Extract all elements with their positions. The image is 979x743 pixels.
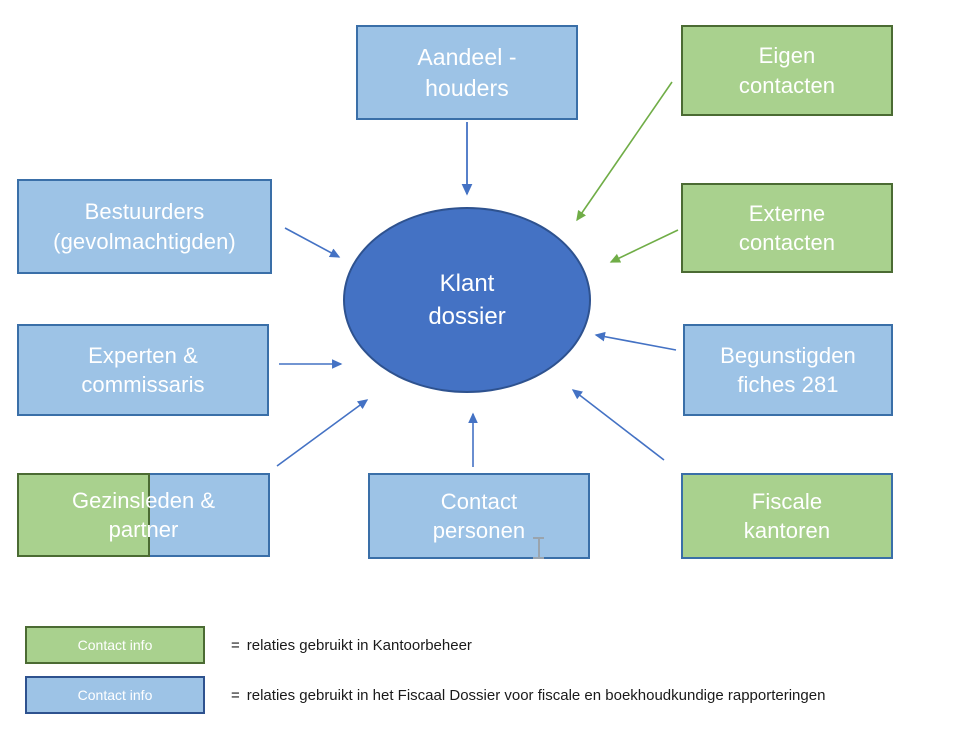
node-experten-commissaris[interactable]: Experten & commissaris bbox=[17, 324, 269, 416]
node-begunstigden-fiches-281-label: Begunstigden fiches 281 bbox=[720, 342, 856, 397]
legend-row-green-description: = relaties gebruikt in Kantoorbeheer bbox=[231, 634, 472, 656]
node-contact-personen[interactable]: Contact personen bbox=[368, 473, 590, 559]
node-bestuurders-label: Bestuurders (gevolmachtigden) bbox=[53, 199, 236, 254]
legend-equals-green: = bbox=[231, 636, 240, 654]
node-eigen-contacten-label: Eigen contacten bbox=[738, 43, 836, 98]
connector-bestuurders bbox=[284, 227, 341, 258]
node-externe-contacten[interactable]: Externe contacten bbox=[681, 183, 893, 273]
node-aandeelhouders[interactable]: Aandeel - houders bbox=[356, 25, 578, 120]
node-klant-dossier[interactable]: Klant dossier bbox=[343, 207, 591, 393]
connector-gezinsleden bbox=[276, 399, 369, 467]
legend-row-blue-description: = relaties gebruikt in het Fiscaal Dossi… bbox=[231, 684, 825, 706]
legend-swatch-blue-label: Contact info bbox=[77, 687, 153, 703]
node-begunstigden-fiches-281[interactable]: Begunstigden fiches 281 bbox=[683, 324, 893, 416]
node-gezinsleden-partner-green-part bbox=[17, 473, 150, 557]
legend-swatch-blue: Contact info bbox=[25, 676, 205, 714]
connector-fiscale-kantoren bbox=[571, 389, 665, 461]
node-fiscale-kantoren-label: Fiscale kantoren bbox=[743, 488, 831, 543]
node-eigen-contacten[interactable]: Eigen contacten bbox=[681, 25, 893, 116]
node-fiscale-kantoren[interactable]: Fiscale kantoren bbox=[681, 473, 893, 559]
node-experten-commissaris-label: Experten & commissaris bbox=[81, 342, 205, 397]
node-klant-dossier-label: Klant dossier bbox=[428, 269, 506, 330]
node-externe-contacten-label: Externe contacten bbox=[738, 200, 836, 255]
legend-description-blue: relaties gebruikt in het Fiscaal Dossier… bbox=[246, 686, 826, 704]
legend-swatch-green: Contact info bbox=[25, 626, 205, 664]
legend-description-green: relaties gebruikt in Kantoorbeheer bbox=[246, 636, 472, 654]
legend-equals-blue: = bbox=[231, 686, 240, 704]
connector-begunstigden bbox=[594, 331, 677, 351]
node-bestuurders[interactable]: Bestuurders (gevolmachtigden) bbox=[17, 179, 272, 274]
connector-eigen-contacten bbox=[576, 81, 673, 222]
node-contact-personen-label: Contact personen bbox=[432, 488, 526, 543]
node-gezinsleden-partner[interactable]: Gezinsleden & partner bbox=[17, 473, 270, 557]
legend-swatch-green-label: Contact info bbox=[77, 637, 153, 653]
connector-externe-contacten bbox=[609, 229, 679, 263]
node-gezinsleden-partner-label: Gezinsleden & partner bbox=[71, 487, 216, 542]
node-aandeelhouders-label: Aandeel - houders bbox=[417, 44, 517, 101]
